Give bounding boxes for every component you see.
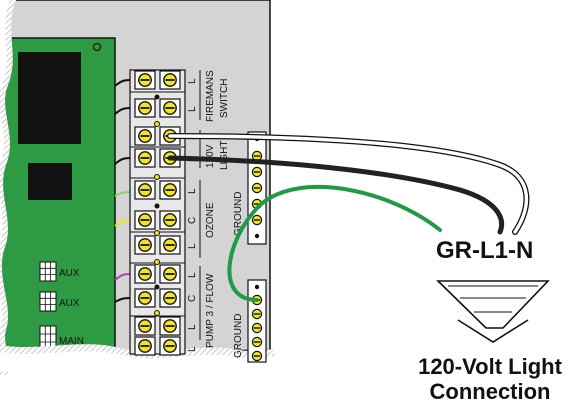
letter-firemans-2: L bbox=[187, 106, 198, 112]
letter-ozone-3: L bbox=[187, 243, 198, 249]
torn-edge bbox=[0, 0, 16, 375]
wire-connection-label: GR-L1-N bbox=[436, 237, 533, 264]
letter-ozone-2: C bbox=[187, 217, 198, 224]
ic-chip bbox=[28, 163, 72, 200]
board-mounting-hole bbox=[92, 42, 102, 52]
letter-pump-3: L bbox=[187, 324, 198, 330]
letter-bottom-1: L bbox=[187, 346, 198, 352]
firemans-label-line2: SWITCH bbox=[219, 79, 230, 118]
field-wires bbox=[167, 133, 530, 302]
pump3-label: PUMP 3 / FLOW bbox=[205, 273, 216, 348]
light-label-line1: 120V bbox=[205, 144, 216, 168]
relay-aux-1-label: AUX bbox=[59, 268, 80, 279]
firemans-label-line1: FIREMANS bbox=[205, 70, 216, 122]
down-arrow-icon bbox=[436, 280, 550, 343]
letter-ozone-1: L bbox=[187, 188, 198, 194]
terminal-strip bbox=[129, 69, 186, 356]
letter-firemans-1: L bbox=[187, 78, 198, 84]
caption-line2: Connection bbox=[430, 379, 551, 404]
relay-main-label: MAIN bbox=[59, 336, 84, 347]
letter-pump-2: C bbox=[187, 295, 198, 302]
letter-pump-1: L bbox=[187, 272, 198, 278]
ground-bar-upper bbox=[247, 131, 267, 245]
relay-aux-1: AUX bbox=[39, 261, 80, 282]
relay-aux-2: AUX bbox=[39, 291, 80, 312]
ground-bar-lower bbox=[247, 279, 267, 363]
black-wire bbox=[167, 155, 505, 235]
ozone-label: OZONE bbox=[205, 202, 216, 238]
relay-aux-2-label: AUX bbox=[59, 298, 80, 309]
green-wire bbox=[227, 185, 442, 302]
ground-upper-label: GROUND bbox=[233, 192, 244, 236]
caption-line1: 120-Volt Light bbox=[418, 354, 562, 379]
transformer-block bbox=[18, 52, 81, 144]
light-label-line2: LIGHT bbox=[219, 141, 230, 170]
ground-lower-label: GROUND bbox=[233, 314, 244, 358]
